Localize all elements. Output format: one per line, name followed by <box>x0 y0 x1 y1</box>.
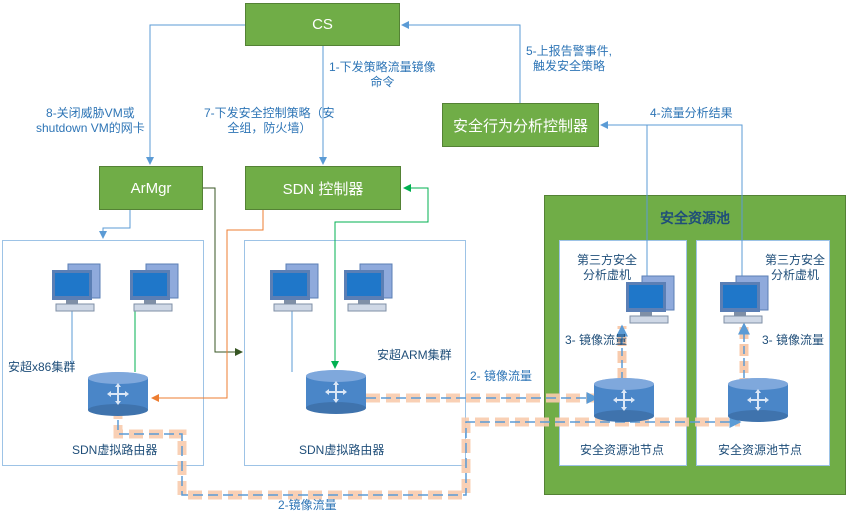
pool-node-2-vm-label: 第三方安全 分析虚机 <box>765 253 826 282</box>
security-behavior-controller-label: 安全行为分析控制器 <box>452 117 588 135</box>
router-icon <box>727 377 789 423</box>
edge-5-label: 5-上报告警事件, 触发安全策略 <box>526 44 613 73</box>
monitor-icon <box>51 263 101 312</box>
pool-node-1-vm-label: 第三方安全 分析虚机 <box>577 253 638 282</box>
edge-7-label: 7-下发安全控制策略（安 全组，防火墙） <box>204 106 335 135</box>
edge-2b-label: 2-镜像流量 <box>278 498 337 512</box>
monitor-icon <box>269 263 319 312</box>
cs-box: CS <box>245 3 400 46</box>
monitor-icon <box>129 263 179 312</box>
security-behavior-controller: 安全行为分析控制器 <box>442 103 599 147</box>
edge-5 <box>401 21 521 103</box>
router-icon <box>87 371 149 417</box>
monitor-icon <box>719 275 769 324</box>
pool-node-2-flow-label: 3- 镜像流量 <box>762 333 825 347</box>
monitor-icon <box>343 263 393 312</box>
x86-router-label: SDN虚拟路由器 <box>72 443 158 457</box>
arm-router-label: SDN虚拟路由器 <box>299 443 385 457</box>
router-icon <box>593 377 655 423</box>
sdn-controller-box: SDN 控制器 <box>245 166 401 210</box>
pool-node-1-label: 安全资源池节点 <box>580 443 665 457</box>
armgr-box: ArMgr <box>99 166 203 210</box>
edge-4-b <box>600 121 743 282</box>
router-icon <box>305 369 367 415</box>
pool-node-2-label: 安全资源池节点 <box>718 443 803 457</box>
edge-armgr-x86 <box>99 210 131 239</box>
edge-8 <box>146 24 245 165</box>
monitor-icon <box>625 275 675 324</box>
sdn-controller-label: SDN 控制器 <box>282 180 364 198</box>
armgr-label: ArMgr <box>130 179 172 197</box>
security-pool-title: 安全资源池 <box>660 210 730 226</box>
pool-node-1-flow-label: 3- 镜像流量 <box>565 333 628 347</box>
edge-2a-label: 2- 镜像流量 <box>470 369 533 383</box>
arm-cluster-label: 安超ARM集群 <box>377 348 452 362</box>
x86-cluster-label: 安超x86集群 <box>8 360 76 374</box>
edge-4-label: 4-流量分析结果 <box>650 106 733 120</box>
edge-armgr-arm <box>203 187 243 356</box>
mirror-traffic-2b <box>113 405 742 500</box>
edge-sdn-x86 <box>151 210 264 402</box>
edge-1-label: 1-下发策略流量镜像 命令 <box>329 60 436 89</box>
edge-8-label: 8-关闭威胁VM或 shutdown VM的网卡 <box>36 106 145 135</box>
cs-label: CS <box>312 16 333 33</box>
